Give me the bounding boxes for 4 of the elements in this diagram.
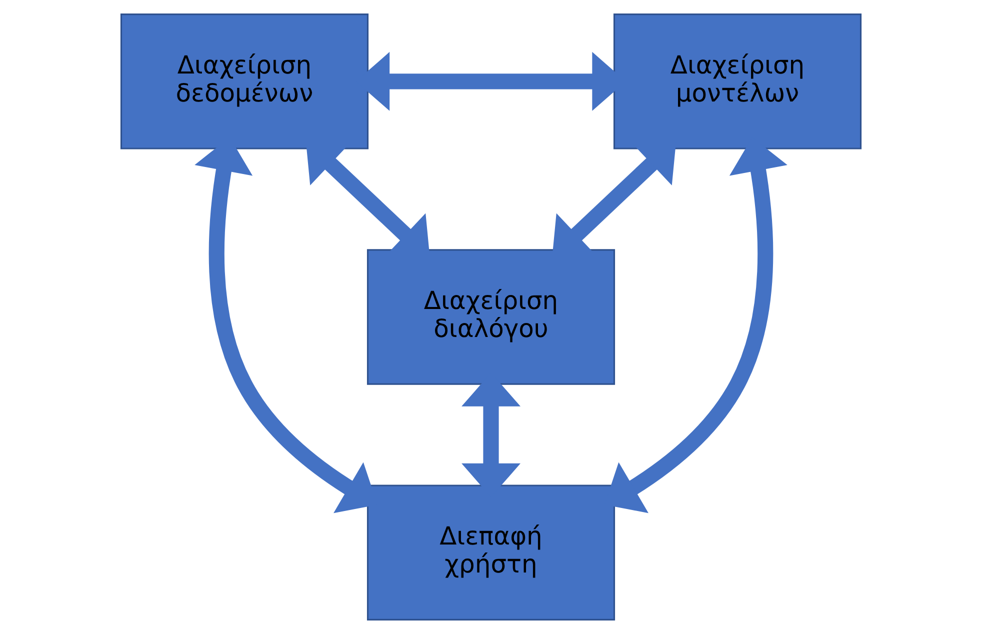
node-box: Διεπαφή χρήστη [366, 484, 615, 620]
node-box: Διαχείριση διαλόγου [366, 249, 615, 385]
node-box: Διαχείριση δεδομένων [120, 14, 368, 150]
node-box: Διαχείριση μοντέλων [612, 14, 862, 150]
